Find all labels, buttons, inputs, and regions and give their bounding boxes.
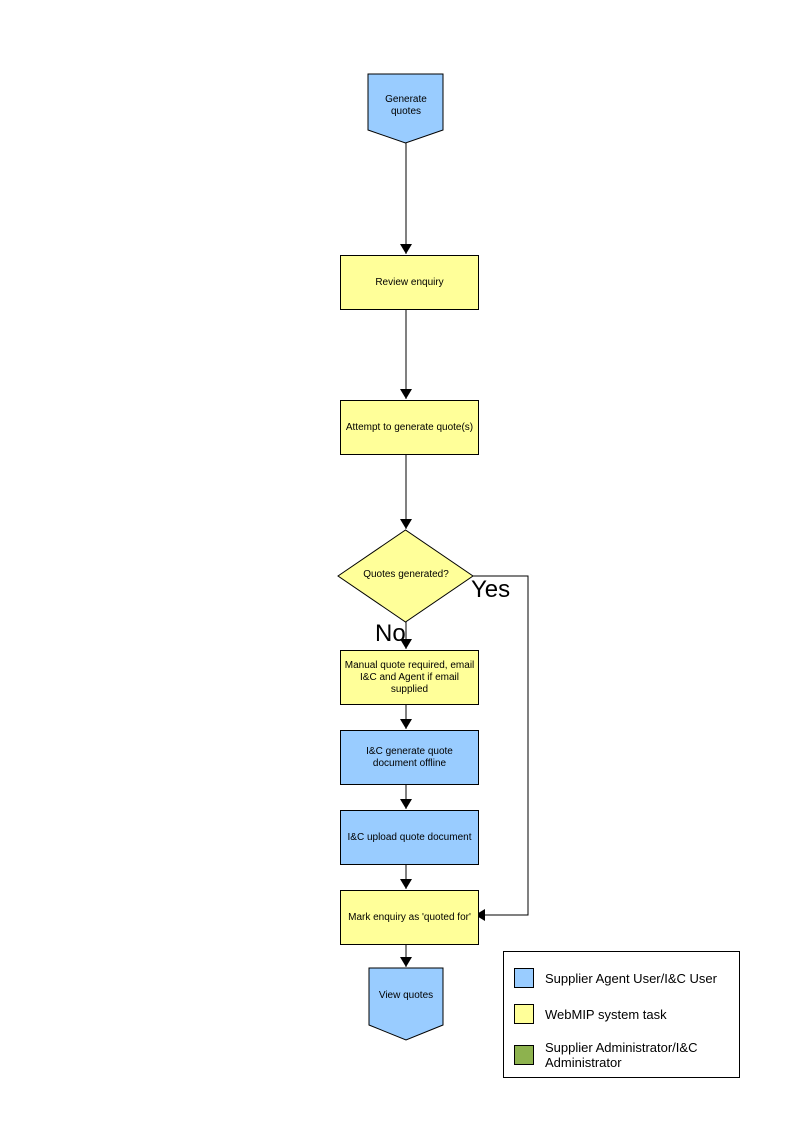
legend-swatch-webmip-task: [514, 1004, 534, 1024]
process-ic-upload: I&C upload quote document: [340, 810, 479, 865]
legend-row-supplier-agent: Supplier Agent User/I&C User: [514, 968, 733, 988]
process-manual-quote-label: Manual quote required, email I&C and Age…: [344, 659, 475, 695]
legend-swatch-supplier-admin: [514, 1045, 534, 1065]
process-manual-quote: Manual quote required, email I&C and Age…: [340, 650, 479, 705]
legend: Supplier Agent User/I&C User WebMIP syst…: [503, 951, 740, 1078]
process-ic-generate-offline-label: I&C generate quote document offline: [366, 745, 453, 769]
legend-row-webmip-task: WebMIP system task: [514, 1004, 733, 1024]
terminator-generate-quotes-shape: [367, 73, 444, 144]
legend-label-supplier-admin: Supplier Administrator/I&C Administrator: [545, 1040, 698, 1070]
process-attempt-generate: Attempt to generate quote(s): [340, 400, 479, 455]
process-attempt-generate-label: Attempt to generate quote(s): [345, 421, 474, 433]
terminator-view-quotes-shape: [368, 967, 444, 1041]
process-mark-enquiry: Mark enquiry as 'quoted for': [340, 890, 479, 945]
legend-row-supplier-admin: Supplier Administrator/I&C Administrator: [514, 1040, 733, 1070]
edge-label-yes: Yes: [471, 576, 511, 603]
edge-label-no: No: [375, 620, 406, 647]
legend-swatch-supplier-agent: [514, 968, 534, 988]
legend-label-webmip-task: WebMIP system task: [545, 1006, 667, 1022]
process-ic-generate-offline: I&C generate quote document offline: [340, 730, 479, 785]
process-review-enquiry: Review enquiry: [340, 255, 479, 310]
decision-quotes-generated-shape: [337, 529, 474, 623]
process-mark-enquiry-label: Mark enquiry as 'quoted for': [348, 911, 471, 923]
process-review-enquiry-label: Review enquiry: [375, 276, 444, 288]
edge-decision-yes-to-mark: [473, 575, 529, 921]
legend-label-supplier-agent: Supplier Agent User/I&C User: [545, 970, 717, 986]
process-ic-upload-label: I&C upload quote document: [347, 831, 472, 843]
